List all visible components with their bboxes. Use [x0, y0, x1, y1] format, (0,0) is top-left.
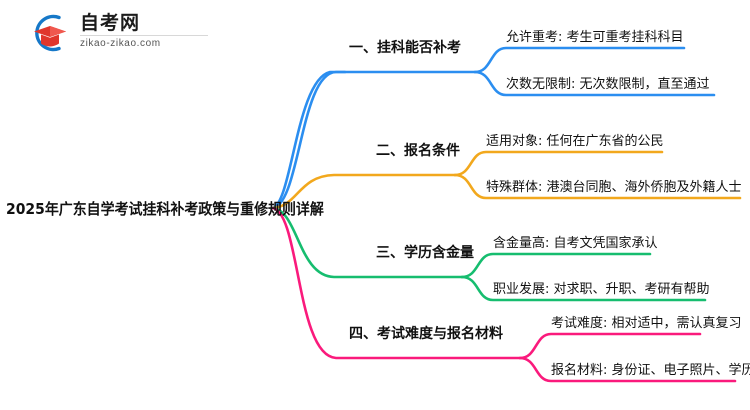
branch-4-child-1-link: [518, 332, 702, 360]
branch-1-child-1-label[interactable]: 允许重考: 考生可重考挂科科目: [506, 30, 684, 45]
branch-2-child-2-label[interactable]: 特殊群体: 港澳台同胞、海外侨胞及外籍人士: [486, 180, 742, 195]
logo-divider: [80, 35, 208, 36]
logo-domain: zikao-zikao.com: [80, 38, 161, 49]
root-node-label: 2025年广东自学考试挂科补考政策与重修规则详解: [6, 199, 324, 218]
branch-3-child-1-link: [460, 252, 652, 279]
branch-4-connectors: [270, 206, 737, 383]
branch-2-spine: [270, 173, 457, 210]
branch-1-child-2-label[interactable]: 次数无限制: 无次数限制，直至通过: [506, 77, 710, 92]
branch-1-connectors: [270, 46, 716, 210]
branch-3-child-2-link: [460, 275, 707, 302]
branch-1-label[interactable]: 一、挂科能否补考: [349, 40, 461, 56]
branch-1-spine: [270, 70, 477, 210]
branch-2-child-1-link: [453, 150, 664, 177]
logo-text-block: 自考网 zikao-zikao.com: [80, 12, 220, 49]
branch-1-child-2-link: [473, 70, 716, 97]
branch-3-connectors: [270, 206, 707, 302]
zikao-logo-mark-icon: [34, 14, 66, 52]
branch-3-spine: [270, 206, 464, 279]
branch-4-child-2-label[interactable]: 报名材料: 身份证、电子照片、学历证明: [551, 363, 750, 378]
branch-4-child-1-label[interactable]: 考试难度: 相对适中，需认真复习: [551, 316, 742, 331]
branch-2-child-2-link: [453, 173, 742, 200]
site-logo: 自考网 zikao-zikao.com: [28, 10, 228, 56]
branch-2-label[interactable]: 二、报名条件: [376, 143, 460, 159]
root-node[interactable]: 2025年广东自学考试挂科补考政策与重修规则详解: [6, 196, 324, 220]
branch-3-label[interactable]: 三、学历含金量: [376, 245, 474, 261]
branch-2-child-1-label[interactable]: 适用对象: 任何在广东省的公民: [486, 134, 664, 149]
branch-2-connectors: [270, 150, 742, 210]
branch-3-child-2-label[interactable]: 职业发展: 对求职、升职、考研有帮助: [493, 282, 710, 297]
branch-4-label[interactable]: 四、考试难度与报名材料: [349, 326, 503, 342]
branch-1-trunk: [270, 70, 347, 210]
logo-title: 自考网: [80, 12, 141, 34]
branch-3-child-1-label[interactable]: 含金量高: 自考文凭国家承认: [493, 236, 658, 251]
branch-4-spine: [270, 206, 522, 360]
branch-1-child-1-link: [473, 46, 686, 74]
branch-4-child-2-link: [518, 356, 737, 383]
